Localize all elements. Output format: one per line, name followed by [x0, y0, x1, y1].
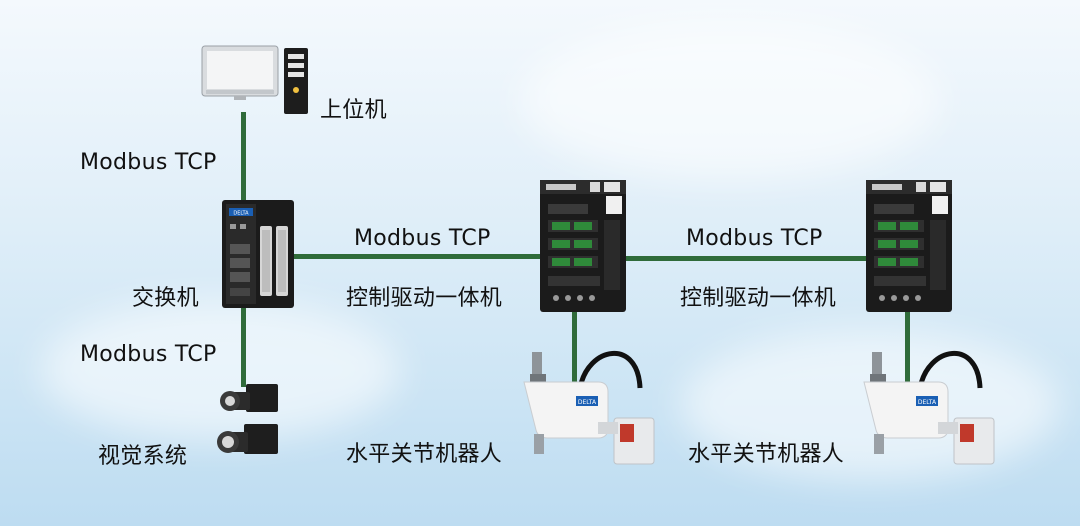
svg-text:DELTA: DELTA — [578, 399, 597, 406]
link-line-ctrl1-ctrl2 — [622, 256, 870, 261]
controller-device-icon — [866, 180, 952, 312]
background-cloud — [40, 300, 400, 440]
link-label-switch-ctrl1: Modbus TCP — [354, 226, 491, 251]
scara-robot-1-label: 水平关节机器人 — [346, 442, 503, 467]
switch-label: 交换机 — [132, 286, 199, 311]
vision-system-label: 视觉系统 — [98, 444, 188, 469]
link-line-ctrl1-robot1 — [572, 306, 577, 386]
scara-robot-icon: DELTA — [523, 351, 655, 465]
scara-robot-icon: DELTA — [863, 351, 995, 465]
scara-robot-2[interactable]: DELTA — [858, 338, 998, 468]
link-label-pc-switch: Modbus TCP — [80, 150, 217, 175]
switch[interactable]: DELTA — [222, 200, 294, 308]
controller-device-icon — [540, 180, 626, 312]
host-pc-label: 上位机 — [320, 98, 387, 123]
controller-2-label: 控制驱动一体机 — [680, 286, 837, 311]
link-line-switch-vision — [241, 305, 246, 387]
link-label-ctrl1-ctrl2: Modbus TCP — [686, 226, 823, 251]
link-line-pc-switch — [241, 112, 246, 204]
camera-icon — [217, 384, 278, 454]
background-cloud — [520, 20, 940, 180]
controller-1[interactable] — [540, 180, 626, 312]
link-line-switch-ctrl1 — [292, 254, 544, 259]
controller-1-label: 控制驱动一体机 — [346, 286, 503, 311]
host-pc[interactable] — [200, 44, 312, 116]
scara-robot-2-label: 水平关节机器人 — [688, 442, 845, 467]
link-label-switch-vision: Modbus TCP — [80, 342, 217, 367]
switch-device-icon: DELTA — [222, 200, 294, 308]
computer-icon — [201, 45, 308, 114]
controller-2[interactable] — [866, 180, 952, 312]
link-line-ctrl2-robot2 — [905, 306, 910, 386]
scara-robot-1[interactable]: DELTA — [518, 338, 658, 468]
svg-text:DELTA: DELTA — [918, 399, 937, 406]
svg-text:DELTA: DELTA — [233, 211, 249, 217]
vision-system[interactable] — [216, 382, 286, 464]
